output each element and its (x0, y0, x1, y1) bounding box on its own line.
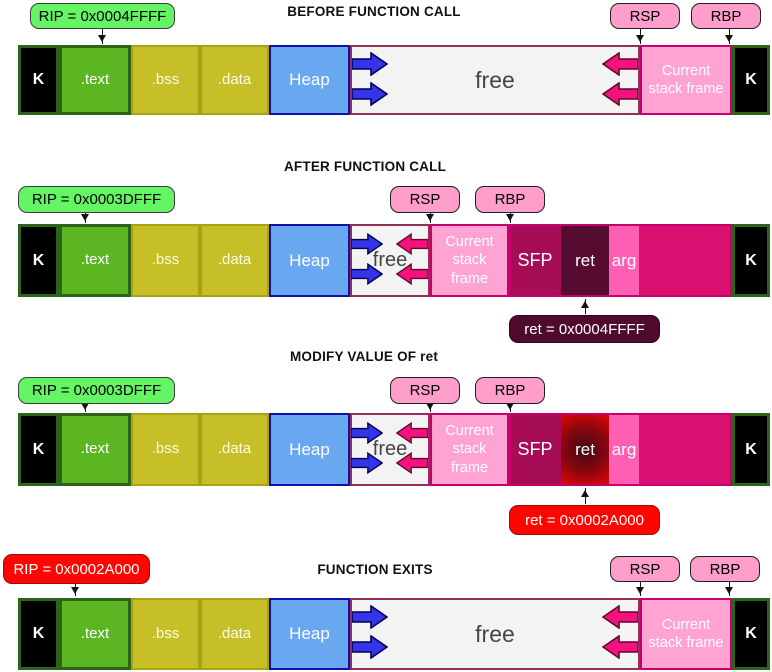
rsp-badge: RSP (610, 556, 680, 582)
segment-text: .text (59, 45, 131, 115)
segment-kernel-left: K (18, 224, 59, 297)
segment-free (350, 413, 430, 486)
segment-current-stack-frame: Current stack frame (430, 224, 509, 297)
segment-bss: .bss (131, 45, 200, 115)
segment-current-stack-frame: Current stack frame (430, 413, 509, 486)
rbp-pointer-arrow (724, 29, 733, 44)
stack-growth-arrow-icon (396, 422, 428, 444)
row-title: MODIFY VALUE OF ret (289, 349, 439, 364)
segment-ret-modified: ret (561, 413, 609, 486)
segment-text: .text (59, 413, 131, 486)
segment-kernel-left: K (18, 413, 59, 486)
rsp-badge: RSP (390, 377, 460, 404)
heap-growth-arrow-icon (351, 422, 383, 444)
segment-sfp: SFP (509, 224, 561, 297)
segment-bss: .bss (131, 224, 200, 297)
heap-growth-arrow-icon (352, 605, 388, 629)
rip-pointer-arrow (80, 213, 89, 223)
ret-value-badge: ret = 0x0002A000 (509, 505, 660, 535)
rip-badge: RIP = 0x0003DFFF (18, 377, 175, 404)
row-title: AFTER FUNCTION CALL (283, 159, 447, 174)
segment-heap: Heap (269, 413, 350, 486)
segment-text: .text (59, 598, 131, 670)
heap-growth-arrow-icon (352, 635, 388, 659)
heap-growth-arrow-icon (352, 82, 388, 106)
rbp-pointer-arrow (505, 403, 514, 412)
rip-pointer-arrow (70, 584, 79, 596)
segment-bss: .bss (131, 413, 200, 486)
rbp-pointer-arrow (724, 582, 733, 596)
rsp-pointer-arrow (635, 582, 644, 596)
row-title: BEFORE FUNCTION CALL (287, 4, 461, 19)
stack-growth-arrow-icon (602, 82, 638, 106)
rsp-badge: RSP (390, 186, 460, 213)
stack-growth-arrow-icon (396, 233, 428, 255)
rbp-badge: RBP (691, 3, 761, 29)
row-title: FUNCTION EXITS (317, 562, 433, 577)
segment-arg: arg (609, 224, 639, 297)
rbp-badge: RBP (690, 556, 760, 582)
stack-growth-arrow-icon (602, 635, 638, 659)
ret-pointer-arrow (580, 299, 589, 314)
stack-growth-arrow-icon (602, 52, 638, 76)
segment-free (350, 224, 430, 297)
rip-pointer-arrow (97, 29, 106, 44)
heap-growth-arrow-icon (352, 52, 388, 76)
rip-badge: RIP = 0x0002A000 (3, 554, 150, 584)
segment-heap: Heap (269, 598, 350, 670)
segment-data: .data (200, 224, 269, 297)
segment-kernel-right: K (732, 224, 770, 297)
segment-data: .data (200, 598, 269, 670)
segment-heap: Heap (269, 224, 350, 297)
rsp-pointer-arrow (635, 29, 644, 44)
segment-bss: .bss (131, 598, 200, 670)
segment-free (350, 45, 640, 115)
heap-growth-arrow-icon (351, 452, 383, 474)
segment-ret: ret (561, 224, 609, 297)
ret-value-badge: ret = 0x0004FFFF (509, 315, 660, 343)
rbp-badge: RBP (475, 377, 545, 404)
segment-kernel-left: K (18, 598, 59, 670)
segment-current-stack-frame: Current stack frame (640, 598, 732, 670)
segment-arg: arg (609, 413, 639, 486)
rsp-badge: RSP (610, 3, 680, 29)
rbp-badge: RBP (475, 186, 545, 213)
stack-growth-arrow-icon (602, 605, 638, 629)
heap-growth-arrow-icon (351, 233, 383, 255)
segment-kernel-right: K (732, 45, 770, 115)
segment-current-stack-frame: Current stack frame (640, 45, 732, 115)
segment-data: .data (200, 45, 269, 115)
rsp-pointer-arrow (425, 213, 434, 223)
segment-data: .data (200, 413, 269, 486)
stack-growth-arrow-icon (396, 263, 428, 285)
rbp-pointer-arrow (505, 213, 514, 223)
segment-sfp: SFP (509, 413, 561, 486)
segment-heap: Heap (269, 45, 350, 115)
stack-growth-arrow-icon (396, 452, 428, 474)
rip-pointer-arrow (80, 403, 89, 412)
heap-growth-arrow-icon (351, 263, 383, 285)
segment-previous-stack-frame (639, 413, 732, 486)
segment-kernel-right: K (732, 413, 770, 486)
rip-badge: RIP = 0x0003DFFF (18, 186, 175, 213)
segment-free (350, 598, 640, 670)
segment-previous-stack-frame (639, 224, 732, 297)
segment-text: .text (59, 224, 131, 297)
rip-badge: RIP = 0x0004FFFF (30, 3, 175, 29)
segment-kernel-left: K (18, 45, 59, 115)
ret-pointer-arrow (580, 488, 589, 504)
segment-kernel-right: K (732, 598, 770, 670)
rsp-pointer-arrow (425, 403, 434, 412)
